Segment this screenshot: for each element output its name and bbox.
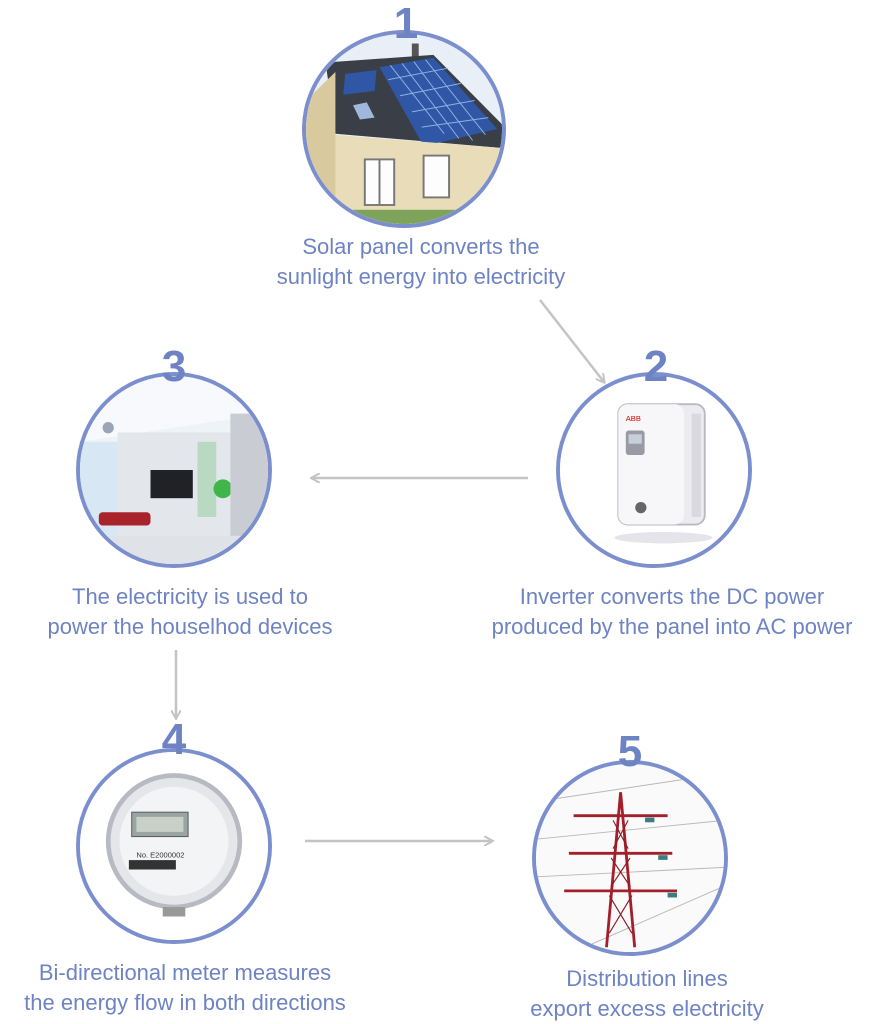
step-2-number: 2 (643, 342, 669, 391)
step-4-number: 4 (161, 715, 187, 764)
step-3-caption-line-1: The electricity is used to (72, 584, 308, 609)
arrow-1-to-2 (539, 299, 604, 382)
step-1-caption-line-2: sunlight energy into electricity (276, 264, 566, 289)
step-3-caption: The electricity is used to power the hou… (10, 582, 370, 642)
power-pylon-icon (532, 760, 728, 956)
living-room-icon (76, 372, 272, 568)
step-4-caption-line-2: the energy flow in both directions (24, 990, 346, 1015)
step-3-caption-line-2: power the houselhod devices (47, 614, 333, 639)
step-2-caption-line-1: Inverter converts the DC power (519, 584, 825, 609)
step-3-number: 3 (161, 342, 187, 391)
step-1-number: 1 (393, 0, 419, 48)
step-5-caption: Distribution lines export excess electri… (482, 964, 812, 1024)
inverter-brand-text: ABB (626, 414, 641, 423)
electric-meter-icon: No. E2000002 (76, 748, 272, 944)
step-1-caption: Solar panel converts the sunlight energy… (236, 232, 606, 292)
step-4-caption-line-1: Bi-directional meter measures (38, 960, 332, 985)
step-5-caption-line-1: Distribution lines (566, 966, 728, 991)
meter-label: No. E2000002 (136, 850, 184, 859)
step-2-caption-line-2: produced by the panel into AC power (491, 614, 853, 639)
step-5-number: 5 (617, 727, 643, 776)
inverter-icon: ABB (556, 372, 752, 568)
step-4-caption: Bi-directional meter measures the energy… (0, 958, 370, 1018)
solar-house-icon (302, 30, 506, 228)
step-1-caption-line-1: Solar panel converts the (302, 234, 540, 259)
step-5-caption-line-2: export excess electricity (530, 996, 764, 1021)
step-2-caption: Inverter converts the DC power produced … (452, 582, 892, 642)
